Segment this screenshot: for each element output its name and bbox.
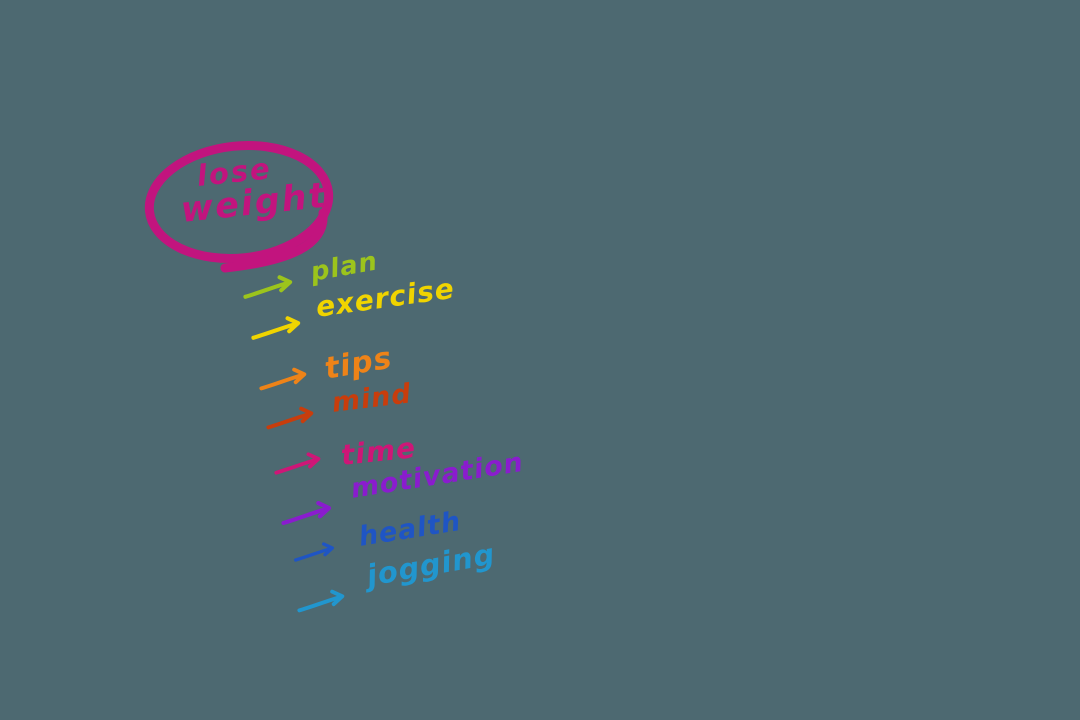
arrow-right-icon (259, 367, 307, 391)
item-label: tips (321, 340, 395, 387)
ellipse-doodle-icon (144, 141, 334, 273)
arrow-right-icon (294, 542, 335, 562)
arrow-right-icon (281, 500, 332, 526)
arrow-right-icon (251, 316, 301, 340)
arrow-right-icon (274, 452, 321, 475)
arrow-right-icon (266, 406, 314, 430)
arrow-right-icon (297, 589, 345, 613)
arrow-right-icon (243, 275, 293, 299)
item-label: mind (330, 378, 414, 419)
